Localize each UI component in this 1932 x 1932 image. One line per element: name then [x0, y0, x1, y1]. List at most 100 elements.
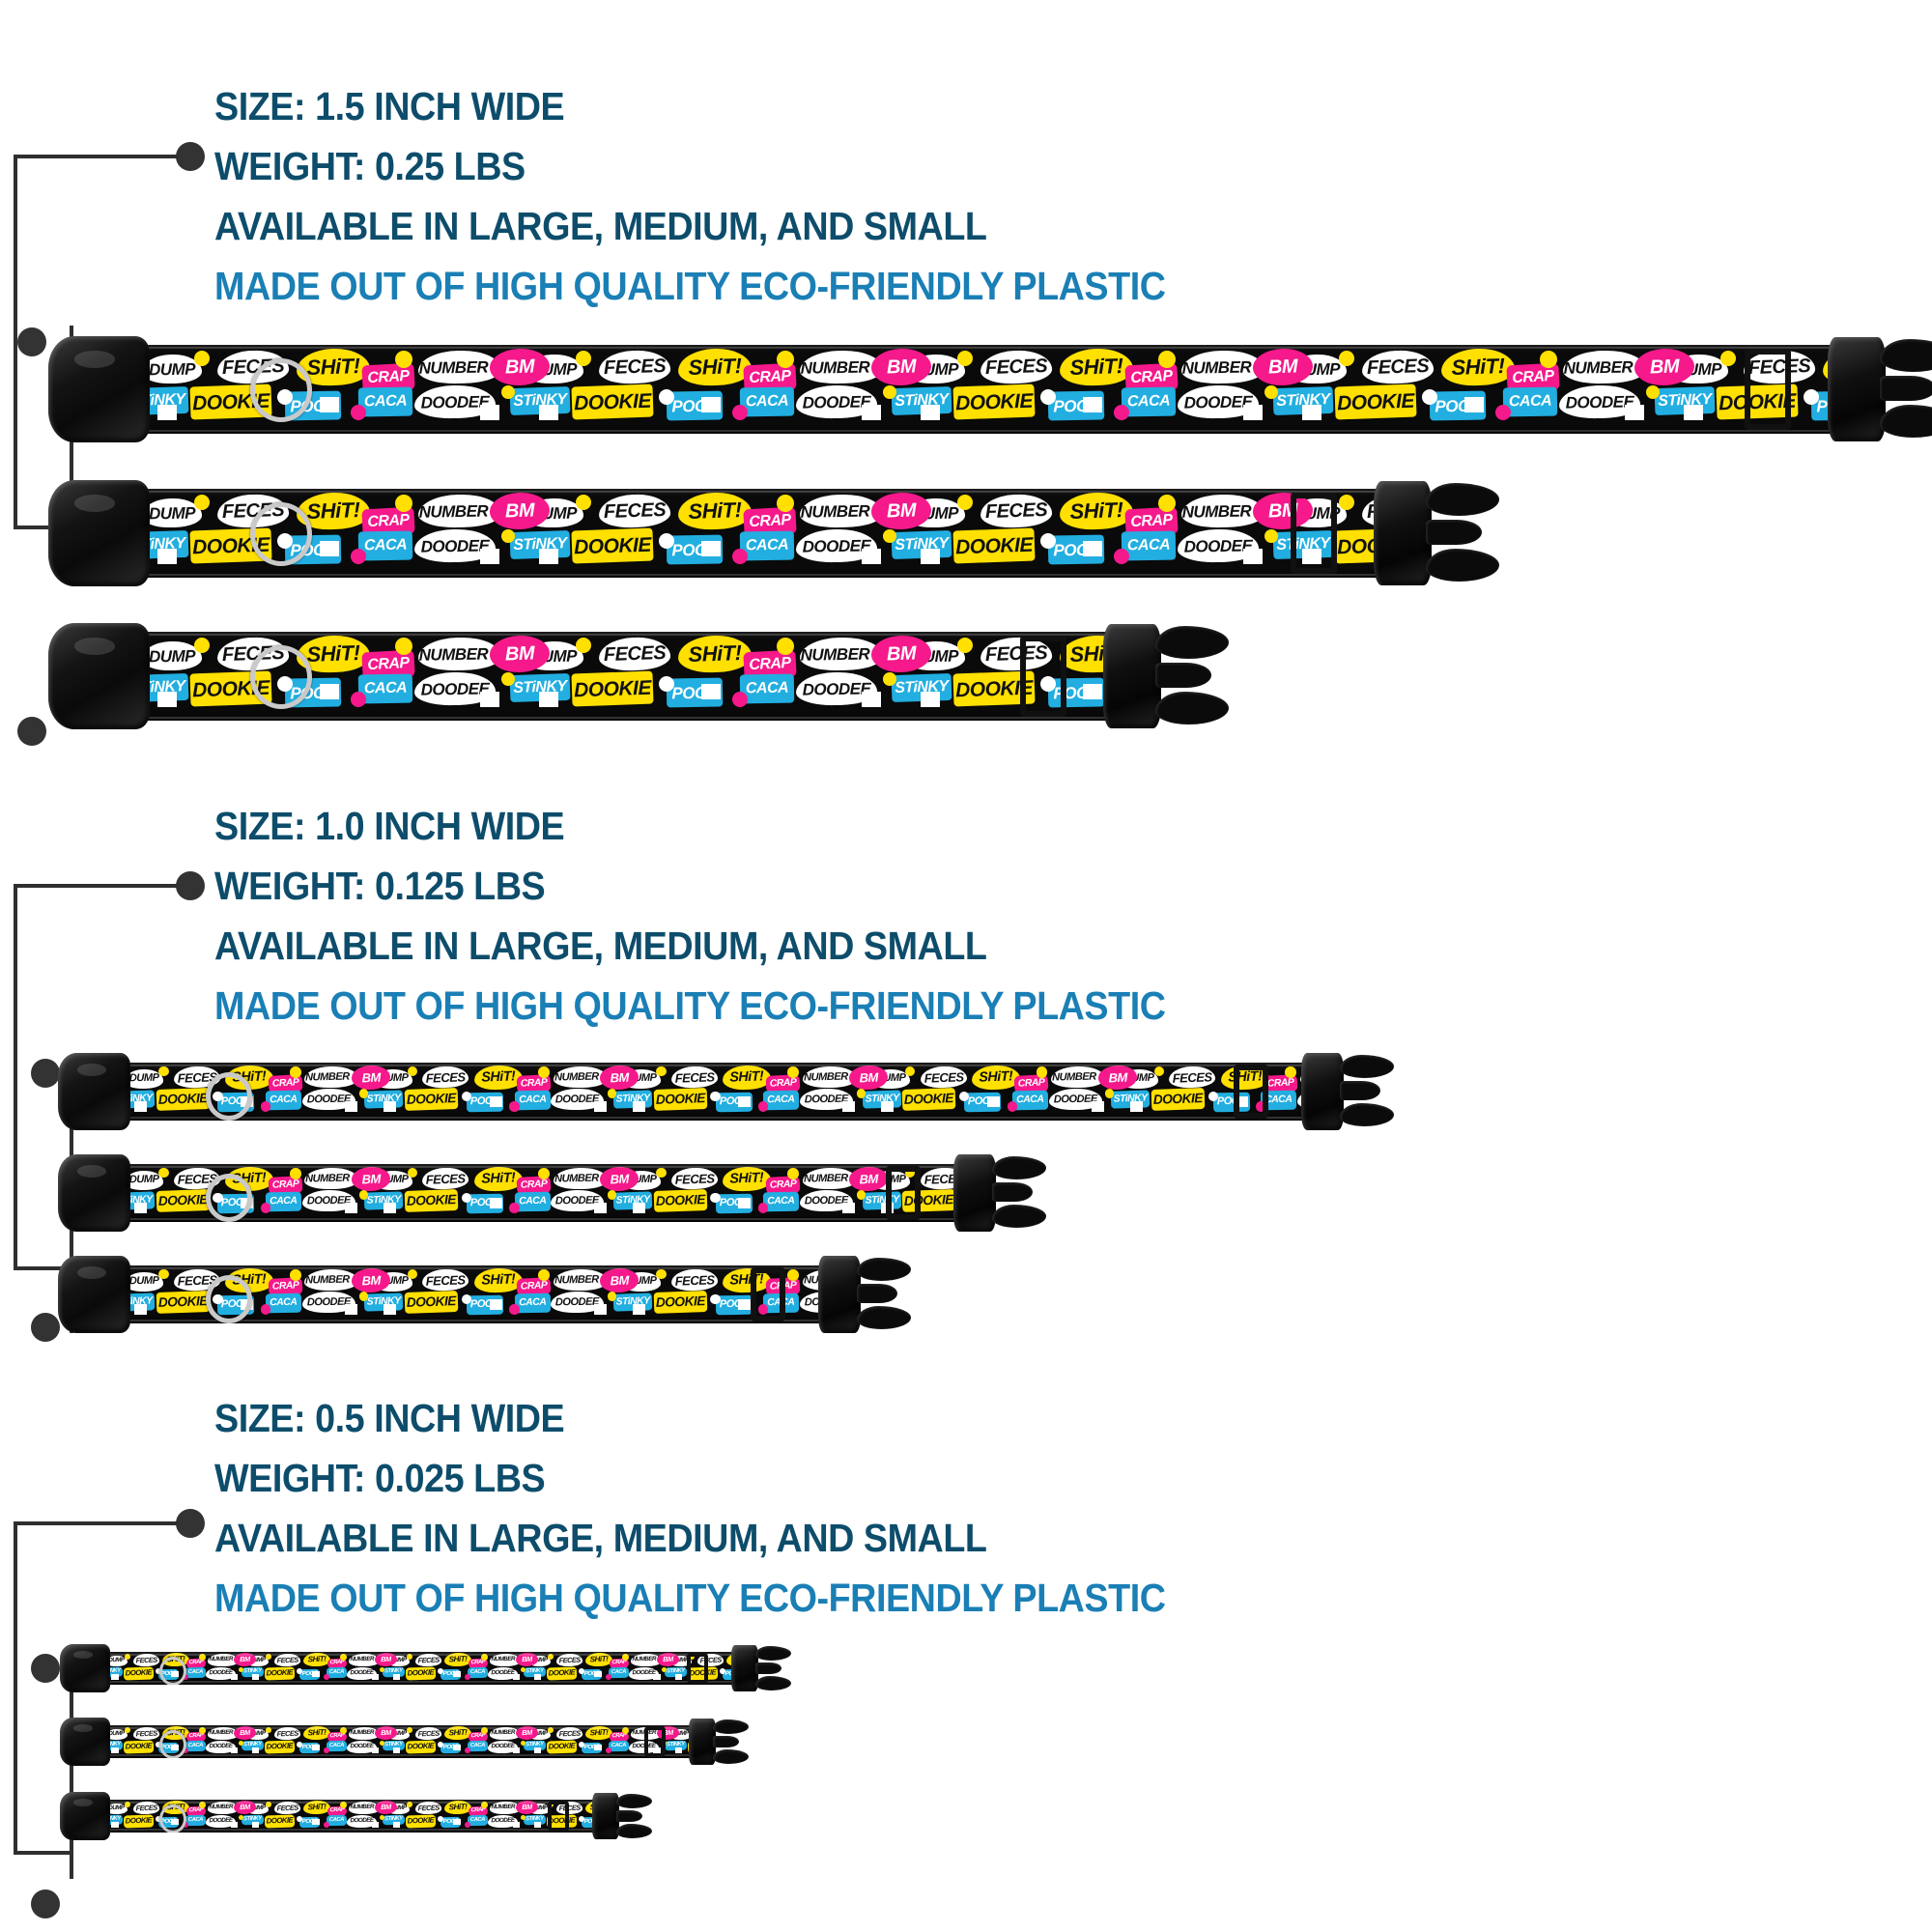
d-ring-icon[interactable] [206, 1072, 252, 1121]
strap-slider-icon[interactable] [1291, 493, 1337, 574]
strap-slider-icon[interactable] [1020, 636, 1066, 717]
buckle-prong-bottom [1426, 549, 1499, 582]
pattern-dot [501, 385, 515, 399]
strap-slider-icon[interactable] [1745, 349, 1791, 430]
buckle-female-icon[interactable] [58, 1256, 130, 1333]
pattern-tail [842, 1101, 856, 1112]
strap-slider-icon[interactable] [548, 1801, 569, 1832]
pattern-dot [659, 676, 674, 692]
pattern-bubble: SHiT! [677, 347, 753, 387]
buckle-prong-bottom [1155, 692, 1229, 724]
buckle-female-icon[interactable] [60, 1718, 110, 1766]
buckle-prong-middle [616, 1810, 642, 1822]
pattern-dot [1036, 1065, 1048, 1078]
pattern-dot [480, 1654, 488, 1661]
pattern-tail [252, 1747, 260, 1753]
pattern-bubble: FECES [414, 1653, 442, 1667]
buckle-male-icon[interactable] [1828, 337, 1932, 441]
buckle-male-icon[interactable] [818, 1256, 911, 1333]
buckle-female-icon[interactable] [48, 623, 150, 729]
buckle-male-icon[interactable] [592, 1793, 652, 1839]
pattern-bubble: CACA [514, 1293, 551, 1313]
pattern-bubble: DOOKIE [571, 670, 654, 707]
buckle-female-icon[interactable] [60, 1792, 110, 1840]
pattern-bubble: DOOKIE [405, 1665, 436, 1680]
strap-slider-icon[interactable] [687, 1653, 708, 1684]
pattern-dot [351, 405, 366, 420]
pattern-dot [461, 1294, 472, 1305]
d-ring-icon[interactable] [250, 645, 312, 709]
buckle-male-icon[interactable] [731, 1645, 791, 1691]
pattern-tail [986, 1096, 1000, 1107]
buckle-male-icon[interactable] [689, 1719, 749, 1765]
pattern-dot [340, 1654, 347, 1661]
pattern-bubble: FECES [273, 1801, 301, 1815]
d-ring-icon[interactable] [206, 1275, 252, 1323]
buckle-female-icon[interactable] [58, 1053, 130, 1130]
pattern-dot [608, 1292, 617, 1301]
strap-slider-icon[interactable] [1234, 1065, 1268, 1119]
pattern-bubble: SHiT! [1059, 491, 1134, 531]
pattern-tail [534, 1747, 542, 1753]
pattern-tail [230, 1821, 238, 1828]
pattern-bubble: CACA [514, 1191, 551, 1211]
pattern-dot [538, 1065, 551, 1078]
pattern-bubble: DOOKIE [123, 1665, 154, 1680]
buckle-female-icon[interactable] [58, 1154, 130, 1232]
pattern-dot [1339, 351, 1354, 366]
buckle-male-icon[interactable] [1103, 624, 1229, 728]
pattern-dot [757, 1101, 769, 1112]
pattern-dot [183, 1747, 188, 1753]
strap-slider-icon[interactable] [751, 1267, 785, 1321]
buckle-female-icon[interactable] [48, 336, 150, 442]
d-ring-icon[interactable] [206, 1174, 252, 1222]
buckle-female-icon[interactable] [60, 1644, 110, 1692]
pattern-dot [732, 405, 748, 420]
buckle-male-icon[interactable] [1374, 481, 1499, 585]
pattern-dot [1264, 529, 1278, 543]
buckle-female-icon[interactable] [48, 480, 150, 586]
d-ring-icon[interactable] [159, 1804, 186, 1833]
d-ring-icon[interactable] [250, 358, 312, 422]
buckle-prong-bottom [1880, 405, 1932, 438]
pattern-tail [512, 1747, 520, 1753]
pattern-dot [959, 1092, 970, 1102]
buckle-male-icon[interactable] [953, 1154, 1046, 1232]
strap-slider-icon[interactable] [644, 1726, 666, 1757]
pattern-dot [957, 495, 973, 510]
buckle-prong-top [857, 1258, 911, 1281]
d-ring-icon[interactable] [159, 1730, 186, 1758]
pattern-dot [407, 1065, 418, 1077]
buckle-male-icon[interactable] [1301, 1053, 1394, 1130]
pattern-dot [757, 1304, 769, 1315]
leader-vline-end-small [70, 1666, 73, 1879]
pattern-bubble: DOOKIE [546, 1665, 577, 1680]
pattern-dot [238, 1666, 243, 1672]
pattern-bubble: CACA [763, 1090, 799, 1110]
strap-slider-icon[interactable] [886, 1166, 921, 1220]
pattern-dot [194, 351, 210, 366]
pattern-bubble: CACA [326, 1667, 347, 1679]
d-ring-icon[interactable] [250, 502, 312, 566]
pattern-bubble: DOOKIE [123, 1739, 154, 1753]
pattern-bubble: CACA [357, 386, 413, 417]
pattern-dot [509, 1203, 520, 1213]
pattern-bubble: DOOKIE [653, 1189, 707, 1213]
pattern-tail [320, 684, 339, 699]
pattern-dot [883, 385, 896, 399]
pattern-dot [576, 351, 591, 366]
pattern-tail [312, 1818, 320, 1825]
d-ring-icon[interactable] [159, 1657, 186, 1685]
